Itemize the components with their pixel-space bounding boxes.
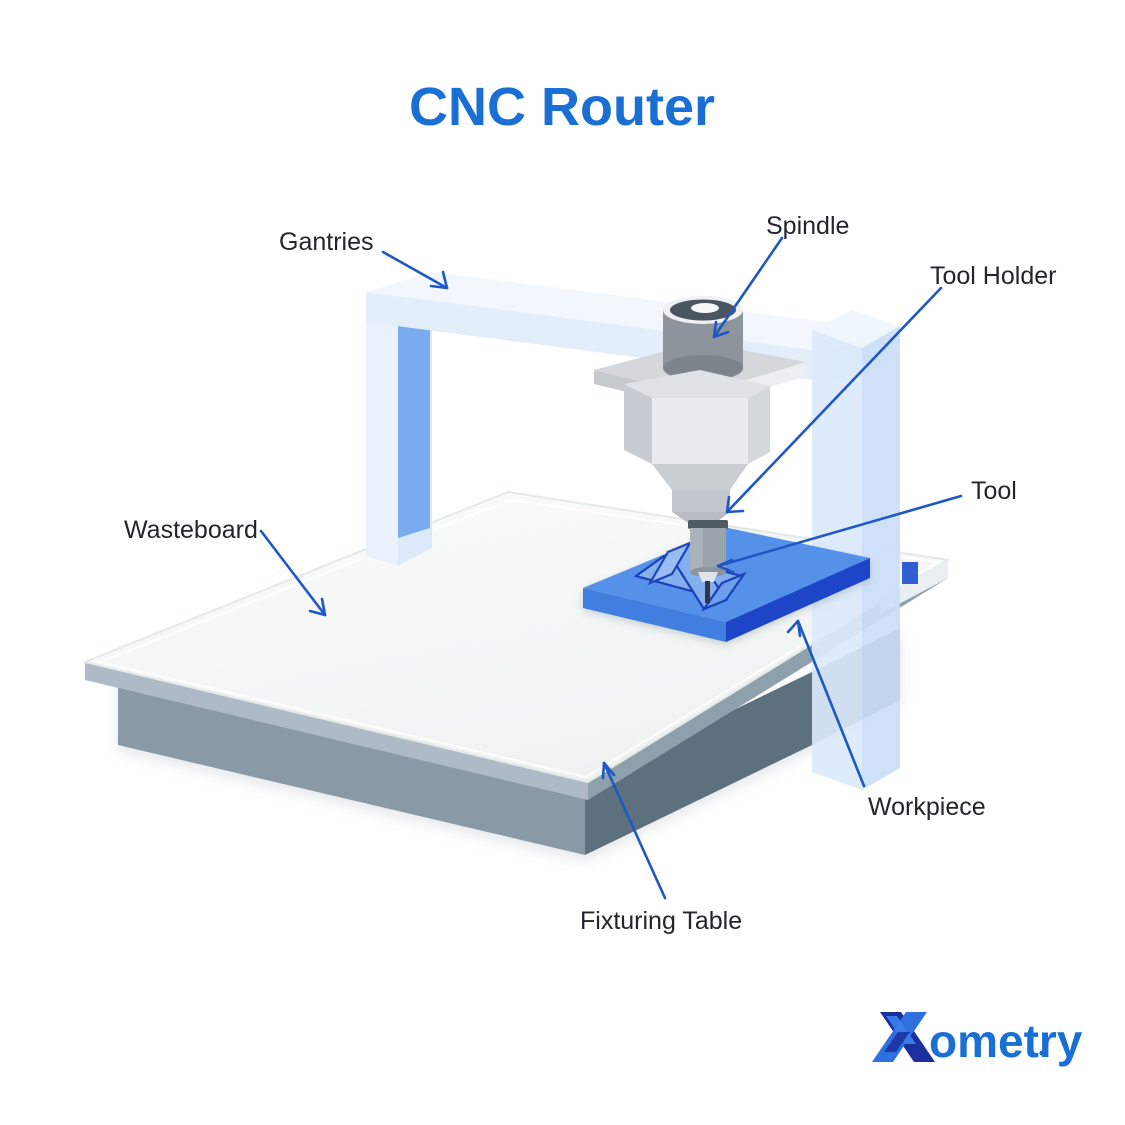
xometry-wordmark: ometry (929, 1015, 1083, 1067)
logo-trademark-dot (1039, 1050, 1045, 1056)
collet-ring (688, 520, 728, 529)
gantry-column-left (366, 282, 432, 566)
leader-spindle (712, 236, 784, 339)
label-workpiece: Workpiece (868, 793, 986, 821)
spindle-motor (663, 296, 743, 381)
workpiece-carving-x (633, 540, 748, 612)
page-title: CNC Router (409, 77, 715, 137)
leader-tool-holder (725, 286, 943, 514)
leader-wasteboard (259, 529, 327, 617)
leader-workpiece (786, 619, 866, 788)
tool-bit (705, 581, 710, 603)
label-tool: Tool (971, 477, 1017, 505)
spindle-body (624, 370, 770, 524)
leader-tool (716, 494, 963, 574)
leader-gantries (381, 250, 449, 290)
label-tool-holder: Tool Holder (930, 262, 1056, 290)
label-fixturing-table: Fixturing Table (580, 907, 742, 935)
tool-chuck (698, 572, 718, 582)
leader-fixturing-table (601, 761, 667, 900)
label-gantries: Gantries (279, 228, 373, 256)
workpiece (583, 528, 870, 642)
label-spindle: Spindle (766, 212, 849, 240)
xometry-logo: ometry (872, 1012, 1083, 1067)
right-rail-tab (902, 562, 918, 584)
tool-holder (690, 528, 726, 577)
xometry-x-mark (872, 1012, 935, 1062)
spindle-bore (691, 303, 719, 313)
spindle-assembly (594, 296, 806, 603)
label-wasteboard: Wasteboard (124, 516, 258, 544)
